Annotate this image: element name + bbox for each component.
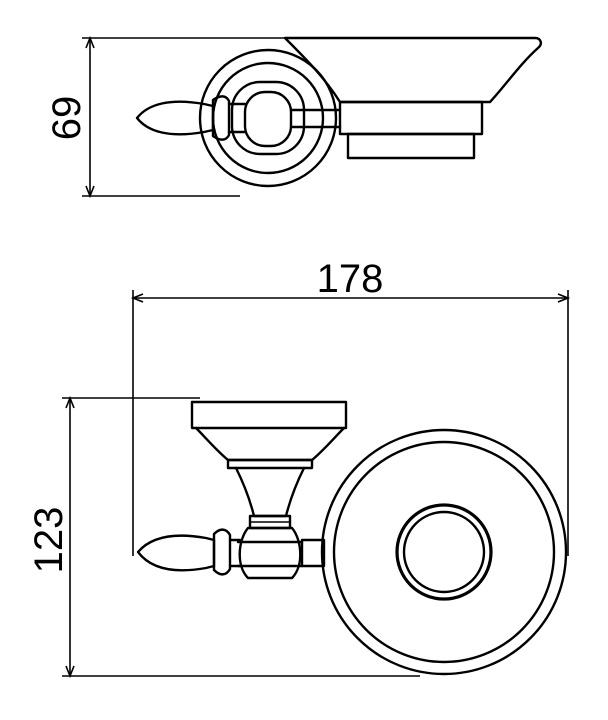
dimension-178: 178 <box>130 257 571 556</box>
top-view: 69 <box>45 35 543 199</box>
top-finial <box>135 95 247 141</box>
top-holder <box>283 36 543 160</box>
front-connector <box>236 526 326 580</box>
front-finial <box>136 528 242 576</box>
dimension-69: 69 <box>45 35 290 199</box>
dimension-123-label: 123 <box>27 507 71 574</box>
dimension-69-label: 69 <box>45 96 89 141</box>
dimension-178-label: 178 <box>317 257 384 301</box>
front-view: 178 123 <box>27 257 571 679</box>
front-wall-plate <box>320 428 568 676</box>
dimension-123: 123 <box>27 395 420 679</box>
front-dish-holder <box>190 400 348 530</box>
